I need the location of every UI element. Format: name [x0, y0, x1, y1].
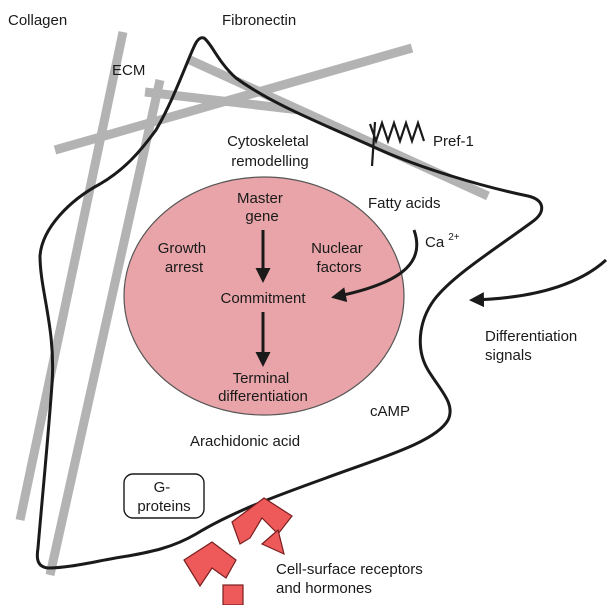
collagen-label: Collagen: [8, 12, 67, 29]
receptors-hormones-label: Cell-surface receptors and hormones: [276, 561, 427, 597]
ecm-label: ECM: [112, 62, 145, 79]
differentiation-signal-arrow: [472, 260, 606, 300]
pref1-label: Pref-1: [433, 133, 474, 150]
collagen-fiber-1: [20, 32, 123, 520]
hormone-square-shape: [223, 585, 243, 605]
fatty-acids-label: Fatty acids: [368, 195, 441, 212]
differentiation-signals-label: Differentiation signals: [485, 328, 581, 364]
hormone-large-notched-shape: [184, 542, 236, 586]
camp-label: cAMP: [370, 403, 410, 420]
fibronectin-fiber-2: [190, 60, 488, 196]
receptor-notched-shape: [232, 498, 292, 544]
arachidonic-acid-label: Arachidonic acid: [190, 433, 300, 450]
ca-label: Ca 2+: [425, 232, 460, 251]
receptor-triangle-shape: [262, 530, 284, 554]
fibronectin-label: Fibronectin: [222, 12, 296, 29]
commitment-label: Commitment: [220, 290, 306, 307]
cytoskeletal-label: Cytoskeletal remodelling: [227, 133, 313, 170]
